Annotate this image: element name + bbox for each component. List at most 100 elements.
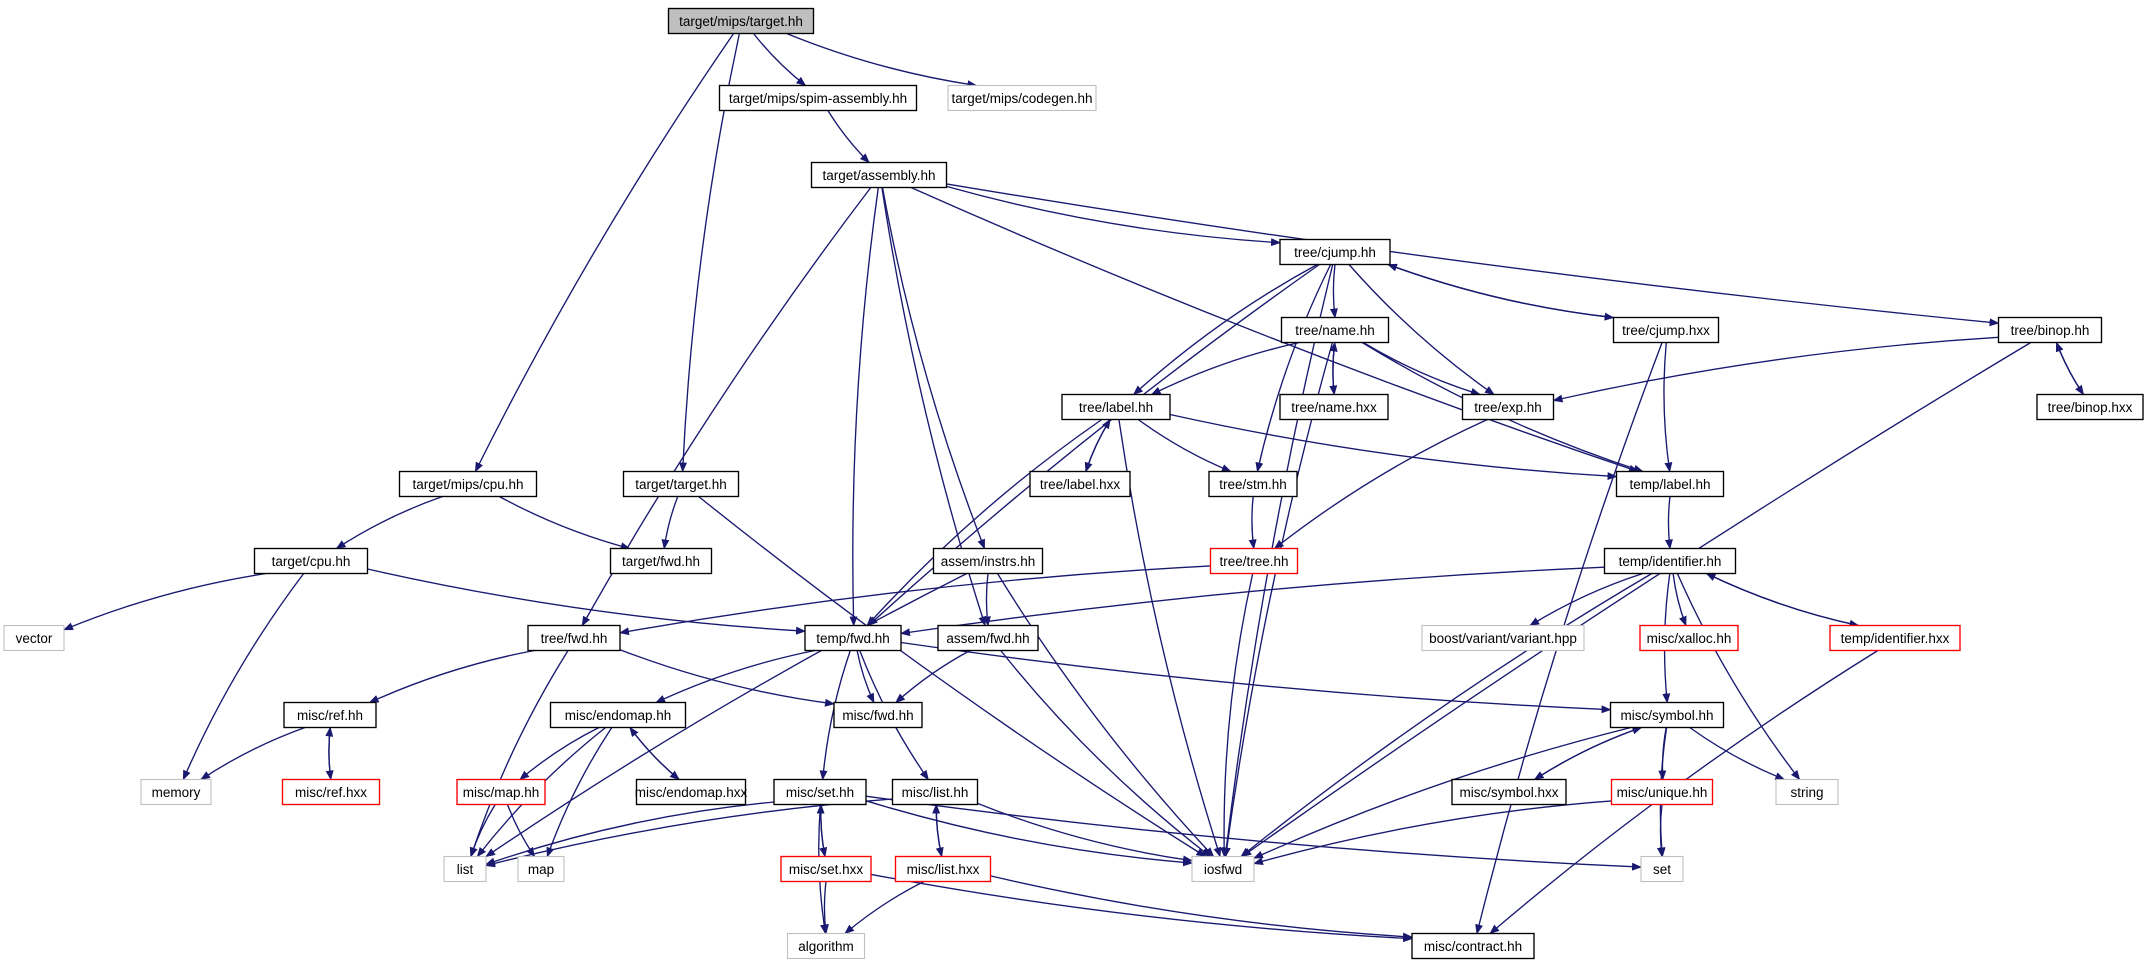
node-box (549, 701, 687, 729)
edge-tree-name-hxx-to-tree-name-hh (1329, 341, 1338, 395)
edge-temp-fwd-hh-to-misc-fwd-hh (856, 650, 875, 704)
node-label: tree/name.hxx (1291, 400, 1377, 415)
node-misc-symbol-hh[interactable]: misc/symbol.hh (1609, 701, 1725, 729)
node-target-mips-codegen-hh: target/mips/codegen.hh (947, 84, 1097, 112)
node-misc-ref-hh[interactable]: misc/ref.hh (283, 701, 377, 729)
node-misc-list-hh[interactable]: misc/list.hh (891, 778, 979, 806)
node-target-mips-cpu-hh[interactable]: target/mips/cpu.hh (398, 470, 538, 498)
node-box (2036, 393, 2144, 421)
edge-target-mips-target-hh-to-target-mips-spim-assembly-hh (752, 33, 807, 87)
node-tree-cjump-hxx[interactable]: tree/cjump.hxx (1612, 316, 1720, 344)
node-temp-fwd-hh[interactable]: temp/fwd.hh (804, 624, 902, 652)
node-box (443, 855, 487, 883)
node-box (622, 470, 740, 498)
edge-misc-list-hh-to-iosfwd (977, 802, 1193, 864)
node-label: misc/unique.hh (1617, 785, 1708, 800)
node-vector: vector (3, 624, 65, 652)
edge-misc-list-hxx-to-misc-contract-hh (990, 875, 1413, 941)
edge-misc-list-hxx-to-misc-list-hh (932, 803, 943, 857)
node-target-fwd-hh[interactable]: target/fwd.hh (609, 547, 713, 575)
node-label: misc/symbol.hxx (1459, 785, 1558, 800)
node-box (786, 932, 866, 960)
node-tree-tree-hh[interactable]: tree/tree.hh (1209, 547, 1299, 575)
edge-target-cpu-hh-to-temp-fwd-hh (367, 568, 806, 635)
node-target-target-hh[interactable]: target/target.hh (622, 470, 740, 498)
node-misc-list-hxx[interactable]: misc/list.hxx (894, 855, 992, 883)
node-box (1451, 778, 1567, 806)
node-misc-set-hh[interactable]: misc/set.hh (773, 778, 867, 806)
node-tree-cjump-hh[interactable]: tree/cjump.hh (1279, 238, 1391, 266)
node-misc-set-hxx[interactable]: misc/set.hxx (780, 855, 872, 883)
node-label: temp/identifier.hh (1619, 554, 1722, 569)
node-target-assembly-hh[interactable]: target/assembly.hh (810, 161, 948, 189)
edge-tree-label-hh-to-tree-stm-hh (1137, 418, 1232, 473)
edge-assem-instrs-hh-to-assem-fwd-hh (982, 573, 991, 627)
node-tree-binop-hxx[interactable]: tree/binop.hxx (2036, 393, 2144, 421)
node-label: algorithm (798, 939, 854, 954)
node-tree-name-hxx[interactable]: tree/name.hxx (1279, 393, 1389, 421)
edge-temp-identifier-hxx-to-temp-identifier-hh (1705, 572, 1859, 627)
node-assem-fwd-hh[interactable]: assem/fwd.hh (937, 624, 1039, 652)
node-tree-label-hxx[interactable]: tree/label.hxx (1029, 470, 1131, 498)
node-iosfwd: iosfwd (1191, 855, 1255, 883)
node-misc-symbol-hxx[interactable]: misc/symbol.hxx (1451, 778, 1567, 806)
node-temp-label-hh[interactable]: temp/label.hh (1615, 470, 1725, 498)
node-box (1639, 624, 1739, 652)
edge-target-assembly-hh-to-tree-binop-hh (946, 183, 2000, 327)
node-temp-identifier-hh[interactable]: temp/identifier.hh (1603, 547, 1737, 575)
node-box (1603, 547, 1737, 575)
edge-target-mips-target-hh-to-target-mips-codegen-hh (786, 32, 978, 89)
node-label: misc/contract.hh (1424, 939, 1522, 954)
node-misc-map-hh[interactable]: misc/map.hh (456, 778, 546, 806)
node-tree-exp-hh[interactable]: tree/exp.hh (1461, 393, 1555, 421)
node-misc-endomap-hh[interactable]: misc/endomap.hh (549, 701, 687, 729)
edge-tree-binop-hxx-to-tree-binop-hh (2055, 341, 2085, 395)
edge-misc-set-hxx-to-misc-set-hh (816, 803, 826, 857)
node-label: tree/exp.hh (1474, 400, 1542, 415)
edge-tree-name-hh-to-tree-label-hh (1150, 341, 1300, 396)
node-string: string (1775, 778, 1839, 806)
edge-assem-instrs-hh-to-list (485, 572, 968, 858)
node-box (667, 7, 815, 35)
edge-temp-fwd-hh-to-misc-endomap-hh (655, 649, 816, 704)
edge-misc-endomap-hh-to-misc-endomap-hxx (629, 727, 680, 781)
edge-misc-symbol-hxx-to-misc-symbol-hh (1534, 726, 1643, 781)
edge-misc-unique-hh-to-set (1656, 804, 1665, 858)
node-box (810, 161, 948, 189)
node-box (1279, 238, 1391, 266)
node-tree-label-hh[interactable]: tree/label.hh (1061, 393, 1171, 421)
node-misc-xalloc-hh[interactable]: misc/xalloc.hh (1639, 624, 1739, 652)
node-target-cpu-hh[interactable]: target/cpu.hh (253, 547, 369, 575)
node-misc-unique-hh[interactable]: misc/unique.hh (1610, 778, 1714, 806)
node-misc-contract-hh[interactable]: misc/contract.hh (1411, 932, 1535, 960)
node-box (780, 855, 872, 883)
edge-tree-label-hh-to-iosfwd (1118, 419, 1222, 858)
node-target-mips-target-hh[interactable]: target/mips/target.hh (667, 7, 815, 35)
node-label: misc/xalloc.hh (1647, 631, 1732, 646)
edge-misc-map-hh-to-map (506, 804, 536, 858)
node-tree-binop-hh[interactable]: tree/binop.hh (1997, 316, 2103, 344)
node-label: tree/binop.hh (2011, 323, 2090, 338)
node-box (1829, 624, 1961, 652)
node-label: tree/tree.hh (1219, 554, 1288, 569)
node-box (3, 624, 65, 652)
node-target-mips-spim-assembly-hh[interactable]: target/mips/spim-assembly.hh (718, 84, 918, 112)
node-misc-fwd-hh[interactable]: misc/fwd.hh (833, 701, 923, 729)
node-box (517, 855, 565, 883)
node-tree-fwd-hh[interactable]: tree/fwd.hh (527, 624, 621, 652)
node-set: set (1640, 855, 1684, 883)
node-memory: memory (140, 778, 212, 806)
node-tree-stm-hh[interactable]: tree/stm.hh (1208, 470, 1298, 498)
node-misc-ref-hxx[interactable]: misc/ref.hxx (281, 778, 381, 806)
edge-misc-set-hh-to-set (865, 795, 1642, 871)
node-label: target/mips/spim-assembly.hh (729, 91, 907, 106)
edge-temp-identifier-hh-to-boost-variant-variant-hpp (1529, 572, 1644, 627)
node-label: tree/stm.hh (1219, 477, 1287, 492)
node-tree-name-hh[interactable]: tree/name.hh (1280, 316, 1390, 344)
node-misc-endomap-hxx[interactable]: misc/endomap.hxx (635, 778, 748, 806)
node-label: misc/map.hh (463, 785, 540, 800)
edge-temp-identifier-hh-to-iosfwd (1240, 572, 1653, 858)
node-temp-identifier-hxx[interactable]: temp/identifier.hxx (1829, 624, 1961, 652)
edge-misc-ref-hh-to-memory (200, 726, 306, 781)
node-assem-instrs-hh[interactable]: assem/instrs.hh (932, 547, 1044, 575)
